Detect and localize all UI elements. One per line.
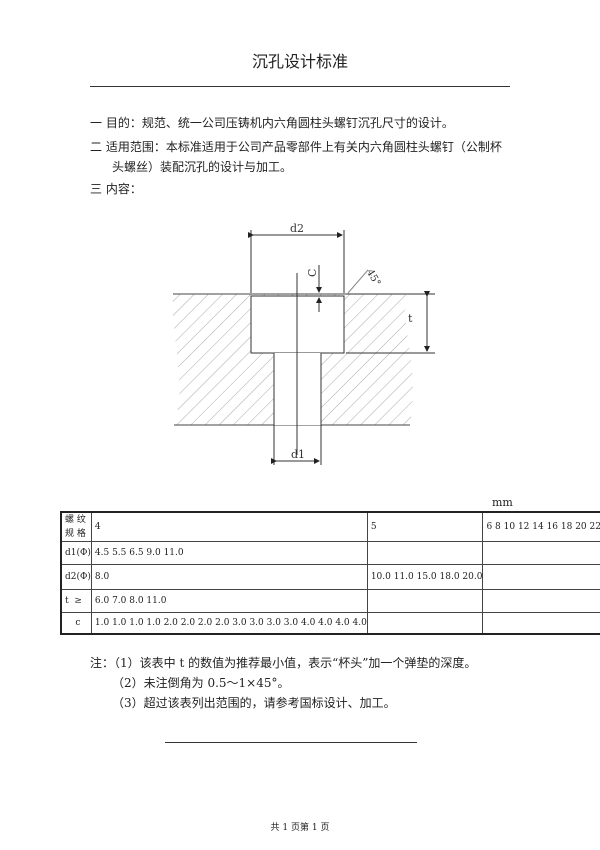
- angle-label: 45°: [364, 268, 382, 289]
- row-label: d2(Φ): [60, 564, 92, 590]
- d1-label: d1: [291, 448, 305, 461]
- cell-value: 6 8 10 12 14 16 18 20 22 24 30 36 42 48: [486, 522, 600, 532]
- cell-value: 5: [370, 522, 377, 532]
- table-cell: 1.0 1.0 1.0 1.0 2.0 2.0 2.0 2.0 3.0 3.0 …: [90, 612, 368, 634]
- note-2: （2）未注倒角为 0.5～1×45°。: [112, 676, 290, 690]
- table-cell: 5: [366, 511, 484, 542]
- cell-value: 1.0 1.0 1.0 1.0 2.0 2.0 2.0 2.0 3.0 3.0 …: [94, 617, 367, 628]
- table-cell: [366, 541, 484, 565]
- note-1: 注：（1）该表中 t 的数值为推荐最小值，表示“杯头”加一个弹垫的深度。: [90, 656, 477, 670]
- table-row: d2(Φ)8.010.0 11.0 15.0 18.0 20.024.026.0…: [60, 564, 600, 590]
- cell-value: 10.0 11.0 15.0 18.0 20.0: [370, 572, 483, 582]
- table-row: d1(Φ)4.5 5.5 6.5 9.0 11.013.515.517.520.…: [60, 541, 600, 565]
- purpose-paragraph: 一 目的：规范、统一公司压铸机内六角圆柱头螺钉沉孔尺寸的设计。: [90, 116, 454, 130]
- row-label: t ≥: [60, 589, 92, 613]
- page-title: 沉孔设计标准: [251, 52, 348, 71]
- table-row: 螺 纹 规 格4 5 6 8 10 12 14 16 18 20 22 24 30 …: [60, 511, 600, 542]
- table-cell: [482, 541, 600, 565]
- content-heading: 三 内容：: [90, 182, 142, 196]
- table-cell: 4: [90, 511, 368, 542]
- table-cell: 8.0: [90, 564, 368, 590]
- page-footer: 共 1 页第 1 页: [270, 823, 330, 833]
- cell-value: 4: [94, 522, 101, 532]
- scope-paragraph-cont: 头螺丝）装配沉孔的设计与加工。: [112, 160, 293, 174]
- cell-value: 4.5 5.5 6.5 9.0 11.0: [94, 548, 184, 558]
- row-label: c: [60, 612, 92, 634]
- unit-label: mm: [492, 496, 513, 509]
- table-cell: 6 8 10 12 14 16 18 20 22 24 30 36 42 48: [482, 511, 600, 542]
- table-cell: 10.0 11.0 15.0 18.0 20.0: [366, 564, 484, 590]
- cell-value: 8.0: [94, 572, 110, 582]
- row-label: 螺 纹 规 格: [60, 511, 92, 542]
- d2-label: d2: [290, 222, 304, 235]
- bottom-rule: [165, 742, 417, 743]
- table-cell: [482, 564, 600, 590]
- table-row: t ≥6.0 7.0 8.0 11.014.016.019.022.024.02…: [60, 589, 600, 613]
- counterbore-table: 螺 纹 规 格4 5 6 8 10 12 14 16 18 20 22 24 30 …: [60, 511, 600, 635]
- table-cell: 6.0 7.0 8.0 11.0: [90, 589, 368, 613]
- title-rule: [90, 86, 510, 87]
- t-label: t: [408, 312, 413, 325]
- cell-value: 6.0 7.0 8.0 11.0: [94, 596, 167, 606]
- table-cell: [366, 589, 484, 613]
- counterbore-diagram: d2 d1 C 45° t: [172, 222, 435, 465]
- table-cell: [366, 612, 484, 634]
- table-cell: 4.5 5.5 6.5 9.0 11.0: [90, 541, 368, 565]
- table-cell: [482, 612, 600, 634]
- note-3: （3）超过该表列出范围的，请参考国标设计、加工。: [112, 696, 396, 710]
- table-cell: [482, 589, 600, 613]
- c-label: C: [306, 269, 319, 277]
- row-label: d1(Φ): [60, 541, 92, 565]
- scope-paragraph: 二 适用范围：本标准适用于公司产品零部件上有关内六角圆柱头螺钉（公制杯: [90, 140, 502, 154]
